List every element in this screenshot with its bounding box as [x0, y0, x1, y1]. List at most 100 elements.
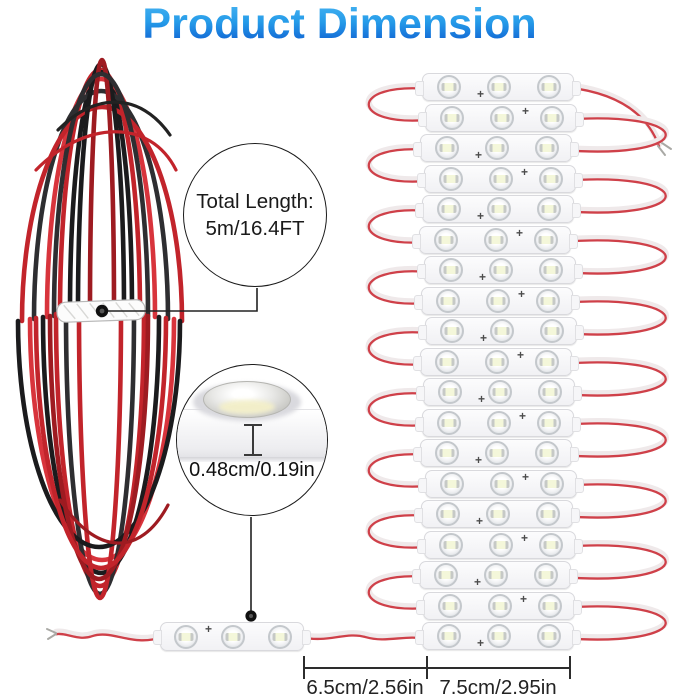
led-lens [486, 502, 510, 526]
polarity-plus-mark: + [205, 622, 213, 636]
led-chip [438, 236, 454, 244]
led-lens [439, 167, 463, 191]
led-chip [441, 632, 457, 640]
led-lens [490, 319, 514, 343]
polarity-plus-mark: + [477, 87, 485, 101]
led-chip [442, 388, 458, 396]
led-module: + [412, 561, 578, 589]
led-lens [535, 441, 559, 465]
led-lens [489, 258, 513, 282]
led-lens [221, 625, 245, 649]
led-lens [539, 167, 563, 191]
led-chip [443, 266, 459, 274]
led-lens [537, 624, 561, 648]
led-chip [541, 83, 557, 91]
led-module: + [416, 378, 582, 406]
led-chip [492, 388, 508, 396]
led-module: + [417, 256, 583, 284]
led-lens [536, 502, 560, 526]
led-chip [488, 236, 504, 244]
led-chip [490, 510, 506, 518]
led-lens [435, 350, 459, 374]
total-length-value: 5m/16.4FT [205, 217, 305, 240]
led-chip [492, 602, 508, 610]
led-chip [442, 602, 458, 610]
led-lens [537, 411, 561, 435]
polarity-plus-mark: + [477, 636, 485, 650]
led-module: + [417, 165, 583, 193]
led-chip-glow [219, 400, 275, 414]
led-chip [444, 480, 460, 488]
led-module: + [415, 73, 581, 101]
led-lens [540, 472, 564, 496]
led-lens [540, 106, 564, 130]
led-lens [489, 533, 513, 557]
led-module: + [417, 531, 583, 559]
led-lens [534, 563, 558, 587]
dimension-line [304, 667, 570, 669]
dimension-tick [426, 656, 428, 679]
led-chip [491, 419, 507, 427]
led-chip [489, 144, 505, 152]
led-lens [440, 106, 464, 130]
led-lens [487, 75, 511, 99]
led-lens [438, 594, 462, 618]
polarity-plus-mark: + [519, 409, 527, 423]
led-lens [435, 136, 459, 160]
led-module: + [418, 104, 584, 132]
led-lens [535, 350, 559, 374]
led-chip [543, 266, 559, 274]
led-chip [489, 358, 505, 366]
polarity-plus-mark: + [475, 148, 483, 162]
led-lens [437, 75, 461, 99]
led-module: + [413, 439, 579, 467]
led-lens [439, 533, 463, 557]
led-lens [535, 136, 559, 160]
led-lens [539, 258, 563, 282]
led-lens [488, 594, 512, 618]
polarity-plus-mark: + [516, 226, 524, 240]
polarity-plus-mark: + [475, 453, 483, 467]
polarity-plus-mark: + [517, 348, 525, 362]
polarity-plus-mark: + [520, 592, 528, 606]
led-lens [537, 197, 561, 221]
polarity-plus-mark: + [478, 392, 486, 406]
led-chip [544, 114, 560, 122]
led-module: + [413, 348, 579, 376]
thickness-measure-line [252, 425, 254, 455]
led-lens [536, 289, 560, 313]
led-lens [437, 624, 461, 648]
total-length-label: Total Length: [196, 189, 314, 213]
bottom-module-wires [46, 628, 429, 642]
led-chip [541, 205, 557, 213]
led-lens [490, 472, 514, 496]
led-chip [439, 449, 455, 457]
stack-wire-loops [365, 82, 669, 641]
led-chip [443, 541, 459, 549]
led-module: + [414, 287, 580, 315]
polarity-plus-mark: + [522, 104, 530, 118]
led-chip [178, 633, 194, 641]
led-chip [272, 633, 288, 641]
led-lens [439, 258, 463, 282]
led-chip [441, 83, 457, 91]
led-chip [540, 510, 556, 518]
led-lens [435, 441, 459, 465]
led-chip [494, 114, 510, 122]
led-chip [543, 541, 559, 549]
led-chip [541, 632, 557, 640]
led-lens [436, 502, 460, 526]
dimension-tick [569, 656, 571, 679]
led-module: + [418, 470, 584, 498]
led-lens [437, 197, 461, 221]
bare-wire-tip [46, 628, 57, 634]
led-lens [487, 197, 511, 221]
led-lens [434, 228, 458, 252]
led-chip [441, 419, 457, 427]
bare-wire-tip [657, 145, 666, 156]
dimension-label-spacing: 6.5cm/2.56in [306, 676, 424, 699]
led-lens [487, 624, 511, 648]
led-module: + [153, 622, 311, 651]
led-lens [490, 106, 514, 130]
